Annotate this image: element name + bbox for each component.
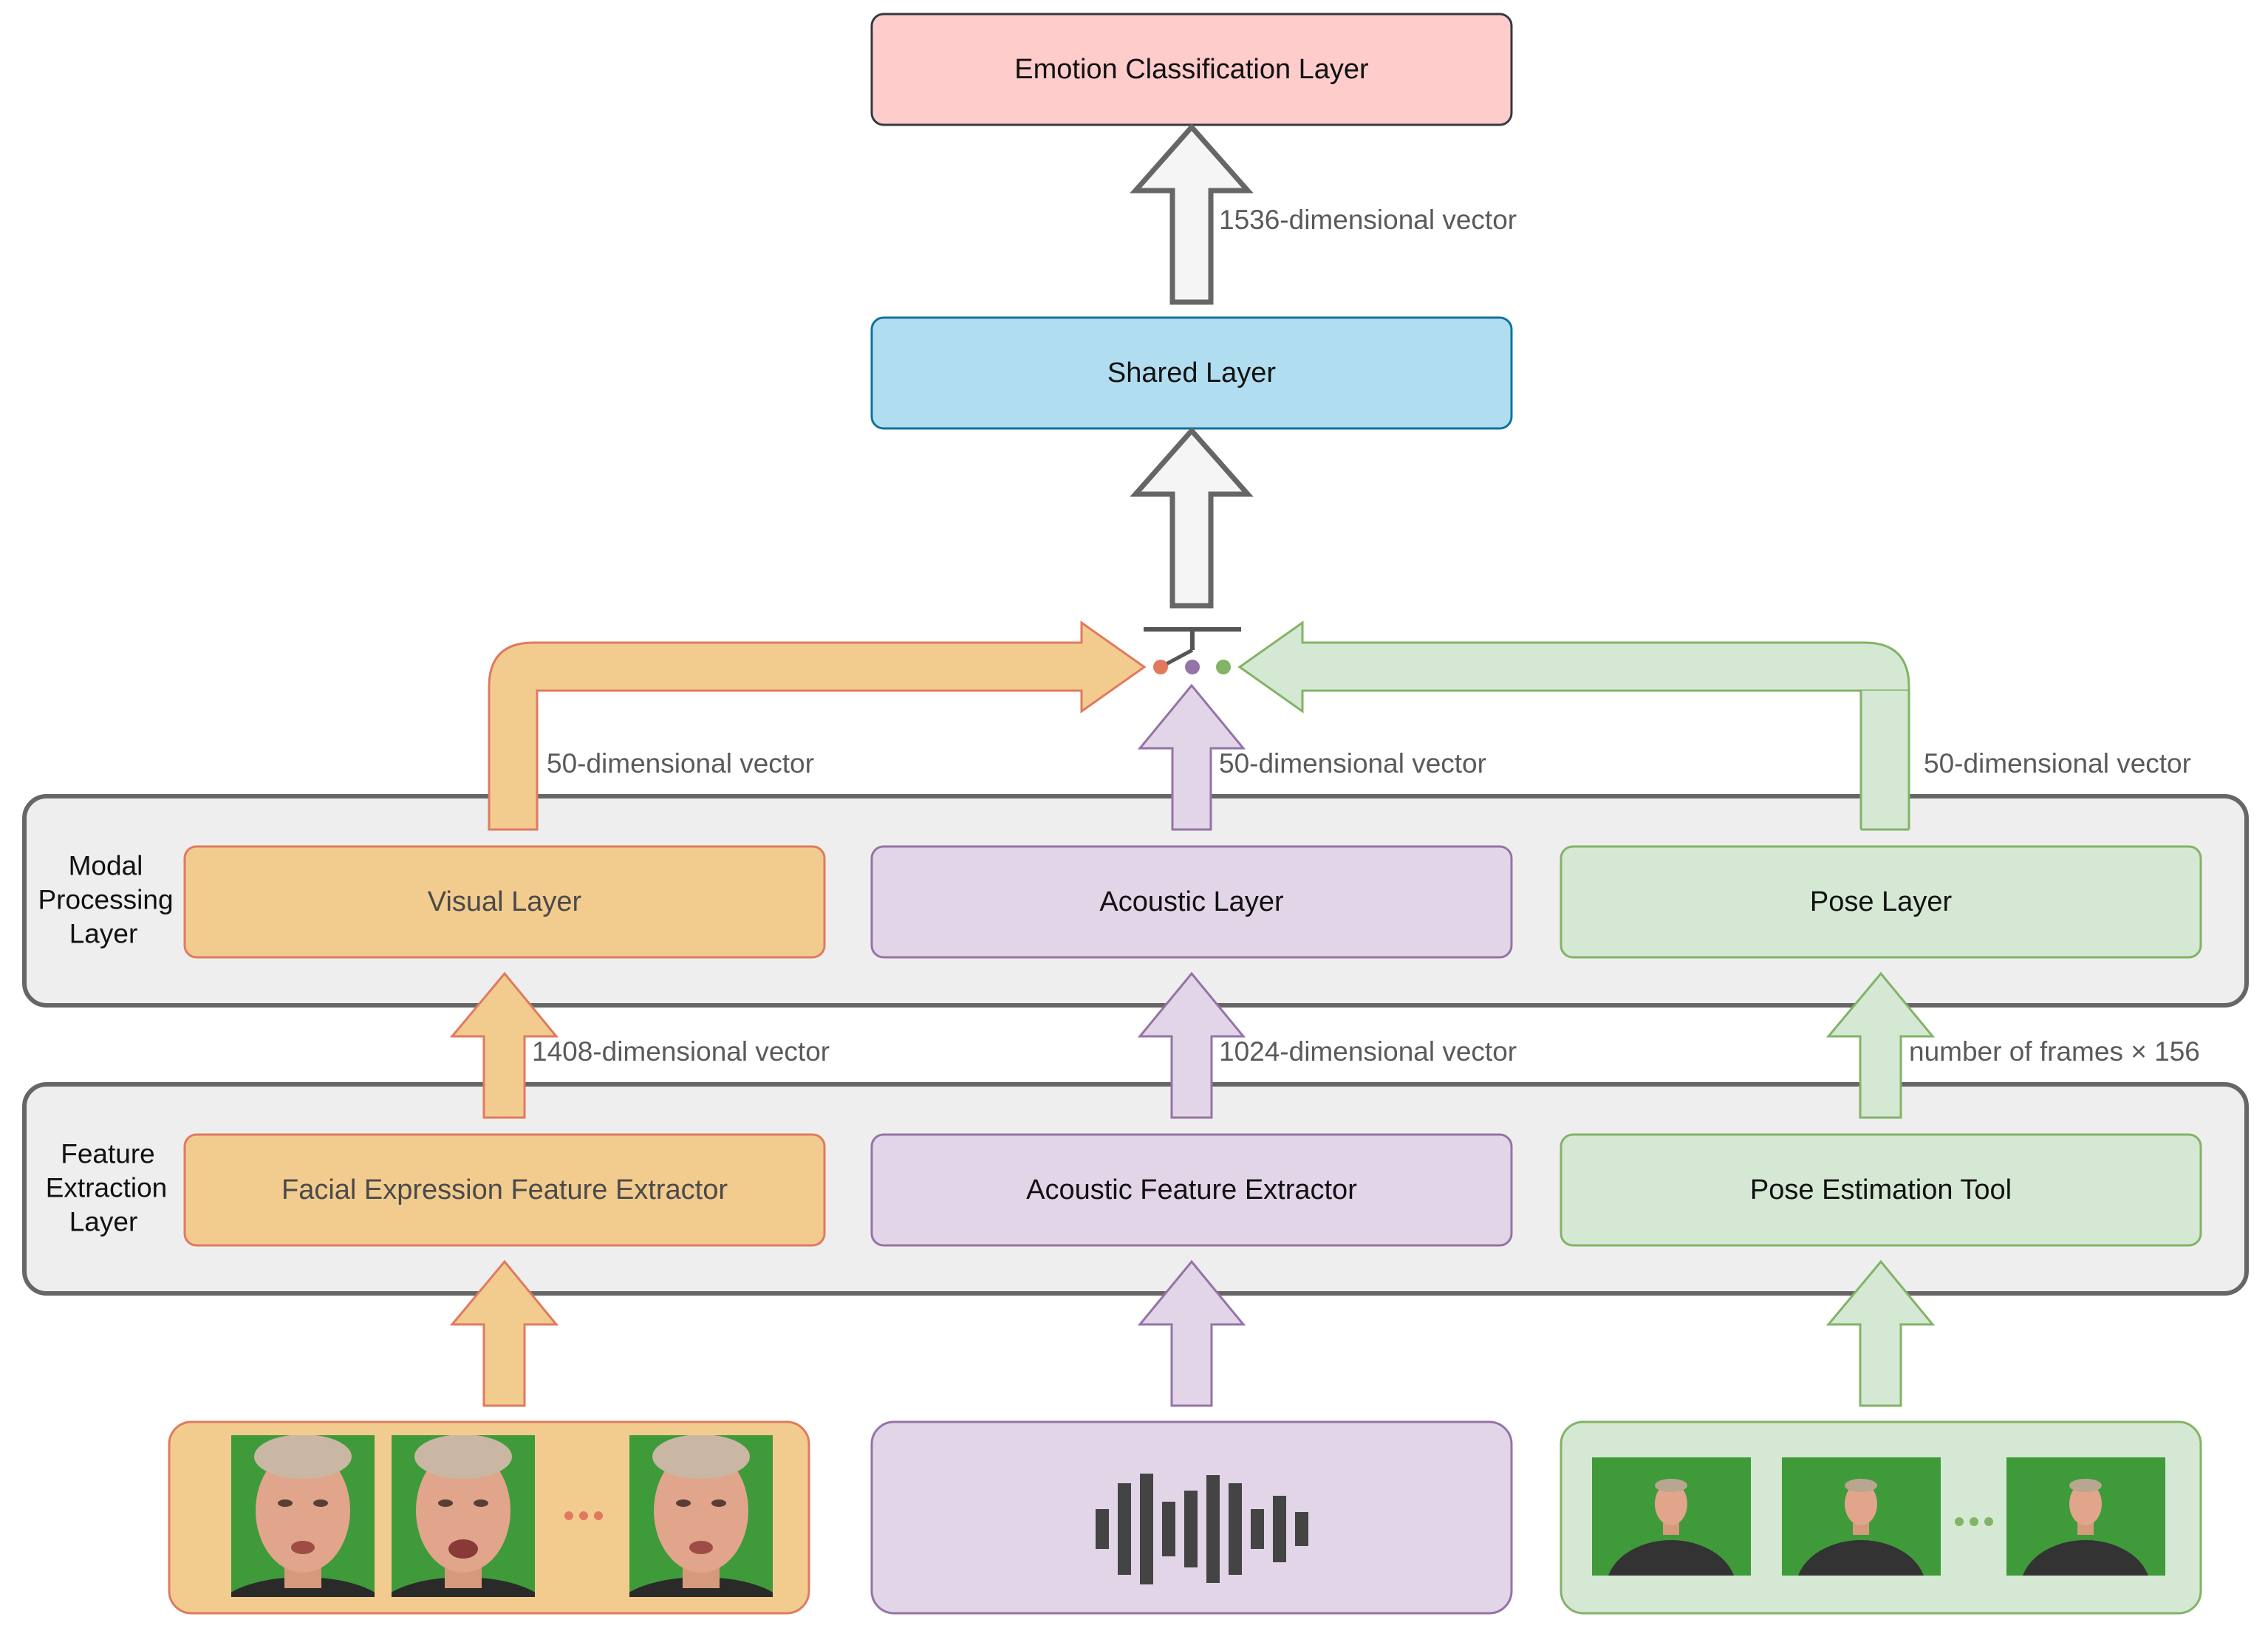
feature-group-label-3: Layer xyxy=(69,1207,138,1237)
visual-input-dot xyxy=(1153,660,1168,674)
modal-group-label-2: Processing xyxy=(38,885,173,915)
faces-ellipsis xyxy=(564,1511,603,1520)
feature-group-label-2: Extraction xyxy=(46,1173,168,1203)
emotion-classification-label: Emotion Classification Layer xyxy=(1014,54,1369,85)
acoustic-output-vector-label: 50-dimensional vector xyxy=(1219,748,1486,779)
arrow-concat-to-shared xyxy=(1130,426,1254,609)
arrow-acousticfeat-to-acoustic xyxy=(1137,971,1246,1119)
acoustic-extractor-label: Acoustic Feature Extractor xyxy=(1026,1174,1357,1205)
visual-output-vector-label: 50-dimensional vector xyxy=(547,748,814,779)
arrow-pose-shaft xyxy=(1861,691,1909,830)
pose-input-dot xyxy=(1216,660,1231,674)
facial-extractor-box xyxy=(183,1133,826,1247)
arrow-audio-to-extractor xyxy=(1137,1259,1246,1407)
pose-output-vector-label: 50-dimensional vector xyxy=(1924,748,2191,779)
acoustic-layer-label: Acoustic Layer xyxy=(1099,886,1284,917)
fused-vector-label: 1536-dimensional vector xyxy=(1219,205,1517,235)
face-frame-image xyxy=(392,1435,535,1597)
pose-tool-label: Pose Estimation Tool xyxy=(1750,1174,2012,1205)
shared-layer-label: Shared Layer xyxy=(1107,358,1276,389)
arrow-pose-to-concat xyxy=(1237,620,1910,830)
modal-group-label-1: Modal xyxy=(69,851,143,881)
arrow-visual-to-concat xyxy=(488,620,1147,831)
facial-input-vector-label: 1408-dimensional vector xyxy=(532,1036,830,1067)
arrow-posetool-to-pose xyxy=(1825,971,1936,1119)
visual-layer-label: Visual Layer xyxy=(428,886,582,917)
facial-extractor-label: Facial Expression Feature Extractor xyxy=(281,1174,728,1205)
concatenate-icon xyxy=(1144,627,1241,674)
arrow-acoustic-to-concat xyxy=(1137,683,1246,831)
audio-waveform-icon xyxy=(1096,1474,1308,1584)
acoustic-layer-box xyxy=(870,845,1513,959)
arrow-facial-to-visual xyxy=(449,971,559,1119)
arrow-shared-to-emotion xyxy=(1130,123,1254,305)
face-frame-image xyxy=(231,1435,375,1597)
arrow-video-to-posetool xyxy=(1825,1259,1936,1407)
feature-group-label-1: Feature xyxy=(61,1139,155,1169)
poses-ellipsis xyxy=(1955,1517,1993,1526)
pose-tool-box xyxy=(1560,1133,2202,1247)
acoustic-extractor-box xyxy=(870,1133,1513,1247)
arrow-faces-to-extractor xyxy=(449,1259,559,1407)
pose-input-vector-label: number of frames × 156 xyxy=(1909,1036,2200,1067)
pose-layer-label: Pose Layer xyxy=(1810,886,1953,917)
body-frame-image xyxy=(1592,1457,1751,1576)
acoustic-input-vector-label: 1024-dimensional vector xyxy=(1219,1036,1517,1067)
visual-layer-box xyxy=(183,845,826,959)
arrow-pose-shaft-edge xyxy=(1859,691,1910,831)
acoustic-input-dot xyxy=(1185,660,1200,674)
body-frame-image xyxy=(1782,1457,1941,1576)
face-frame-image xyxy=(629,1435,773,1597)
pose-layer-box xyxy=(1560,845,2202,959)
body-frame-image xyxy=(2006,1457,2165,1576)
modal-group-label-3: Layer xyxy=(69,919,138,949)
